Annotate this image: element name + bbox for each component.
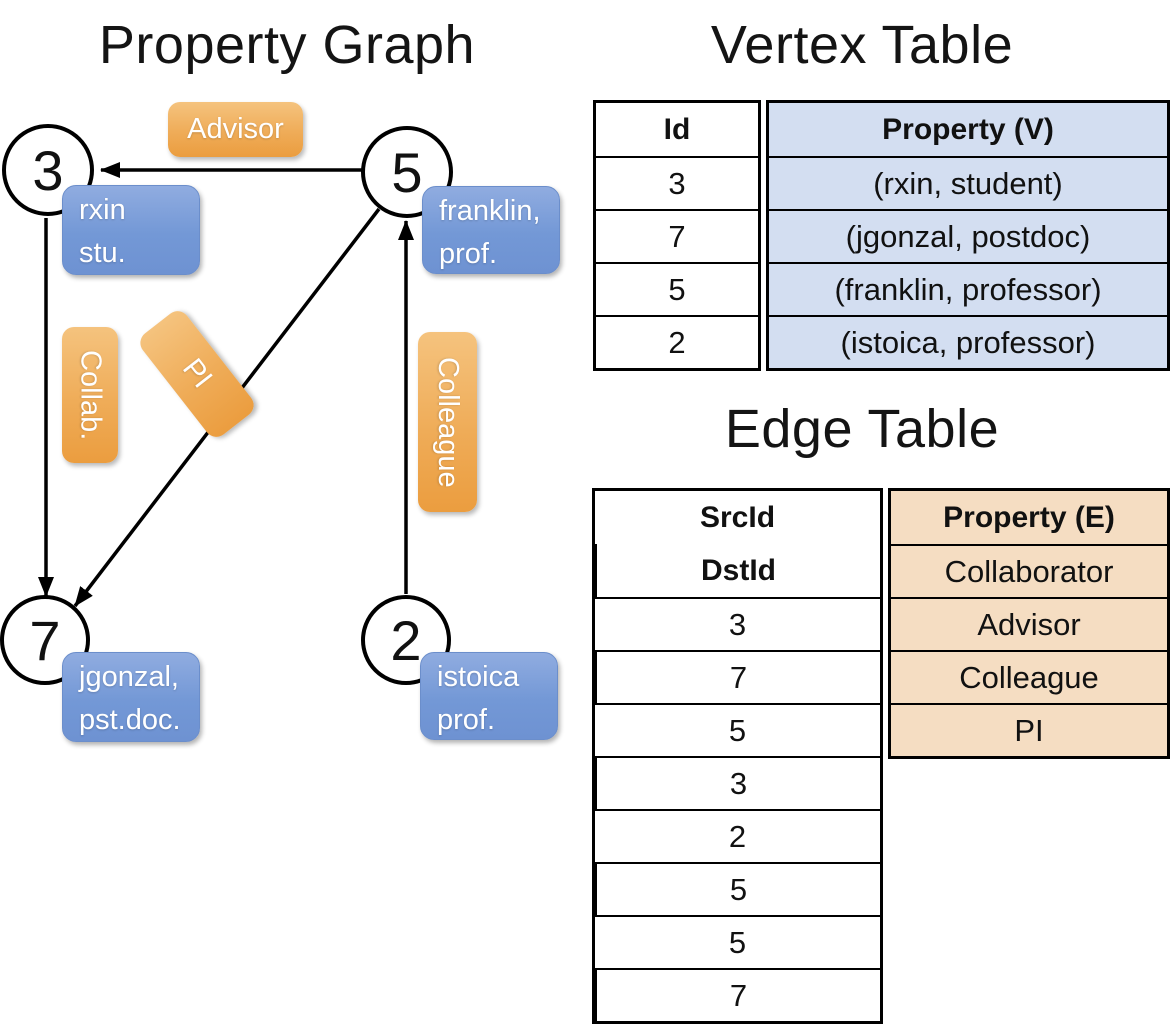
vertex-table-id-column: Id 3 7 5 2	[593, 100, 761, 371]
edge-table-header-dstid: DstId	[595, 544, 880, 597]
vertex-property-cell: (franklin, professor)	[769, 262, 1167, 315]
label-line: franklin,	[439, 195, 541, 227]
node-id: 3	[32, 138, 64, 202]
graph-node-5: 5	[361, 126, 453, 218]
edge-srcid-cell: 5	[595, 703, 880, 756]
vertex-property-cell: (rxin, student)	[769, 156, 1167, 209]
vertex-table-title: Vertex Table	[710, 15, 1014, 75]
vertex-table-header-property: Property (V)	[769, 103, 1167, 156]
label-line: pst.doc.	[79, 704, 181, 736]
graph-node-2: 2	[361, 595, 451, 685]
vertex-table-property-column: Property (V) (rxin, student) (jgonzal, p…	[766, 100, 1170, 371]
vertex-property-label-istoica: istoica prof.	[420, 652, 558, 740]
edge-table-header-property: Property (E)	[891, 491, 1167, 544]
edge-label-advisor: Advisor	[168, 102, 303, 157]
vertex-id-cell: 7	[596, 209, 758, 262]
edge-dstid-cell: 7	[595, 650, 880, 703]
edge-label-collab: Collab.	[62, 327, 118, 463]
vertex-property-label-jgonzal: jgonzal, pst.doc.	[62, 652, 200, 742]
label-line: jgonzal,	[79, 661, 179, 693]
label-line: prof.	[437, 704, 496, 736]
edge-table-property-column: Property (E) Collaborator Advisor Collea…	[888, 488, 1170, 759]
edge-property-cell: Collaborator	[891, 544, 1167, 597]
edge-srcid-cell: 2	[595, 809, 880, 862]
property-graph-title: Property Graph	[98, 15, 476, 75]
vertex-property-label-franklin: franklin, prof.	[422, 186, 560, 274]
vertex-id-cell: 5	[596, 262, 758, 315]
property-graph-panel: Property Graph 3 5 7 2 rxin stu.	[0, 0, 585, 760]
label-line: prof.	[439, 238, 498, 270]
edge-dstid-cell: 3	[595, 756, 880, 809]
edge-property-cell: Advisor	[891, 597, 1167, 650]
edge-dstid-cell: 7	[595, 968, 880, 1021]
edge-srcid-cell: 5	[595, 915, 880, 968]
vertex-property-cell: (istoica, professor)	[769, 315, 1167, 368]
vertex-id-cell: 2	[596, 315, 758, 368]
vertex-id-cell: 3	[596, 156, 758, 209]
node-id: 2	[390, 608, 422, 672]
label-line: rxin	[79, 194, 126, 226]
node-id: 5	[391, 140, 423, 204]
edge-dstid-cell: 5	[595, 862, 880, 915]
vertex-table-header-id: Id	[663, 112, 691, 146]
label-line: istoica	[437, 661, 520, 693]
label-line: stu.	[79, 237, 126, 269]
vertex-property-cell: (jgonzal, postdoc)	[769, 209, 1167, 262]
edge-property-cell: Colleague	[891, 650, 1167, 703]
node-id: 7	[29, 608, 61, 672]
edge-label-colleague: Colleague	[418, 332, 477, 512]
edge-table-title: Edge Table	[724, 399, 1000, 459]
edge-table-header-srcid: SrcId	[699, 500, 776, 534]
vertex-property-label-rxin: rxin stu.	[62, 185, 200, 275]
edge-srcid-cell: 3	[595, 597, 880, 650]
edge-table-src-dst-columns: SrcId DstId 3 7 5 3 2 5 5 7	[592, 488, 883, 1024]
edge-property-cell: PI	[891, 703, 1167, 756]
